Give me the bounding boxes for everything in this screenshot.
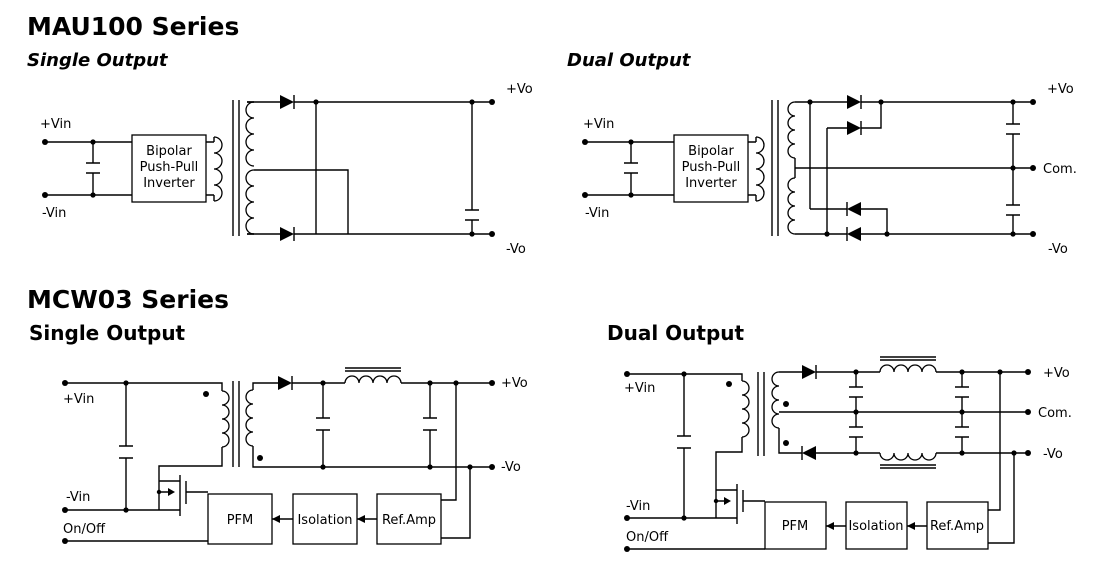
mau100-single-diode-bottom — [280, 227, 294, 241]
mau100-single-vin-pos-label: +Vin — [40, 117, 71, 132]
mcw03-single-vo-pos-label: +Vo — [501, 376, 528, 391]
mcw03-single-transformer-core — [232, 381, 240, 467]
mcw03-single-input-capacitor — [119, 383, 133, 510]
mcw03-dual-transformer-core — [757, 372, 765, 456]
mcw03-dual-label: Dual Output — [607, 321, 745, 345]
mcw03-single-vo-neg-label: -Vo — [501, 460, 521, 475]
mcw03-single-isolation-text: Isolation — [297, 513, 352, 528]
mcw03-dual-input-capacitor — [677, 374, 691, 518]
mcw03-dual-primary-winding — [741, 380, 750, 438]
mau100-dual-block-line2: Push-Pull — [682, 160, 741, 175]
mau100-dual-diode-2 — [847, 121, 861, 135]
mau100-single-transformer-core — [232, 100, 240, 236]
mcw03-single-refamp-text: Ref.Amp — [382, 513, 436, 528]
mau100-dual-label: Dual Output — [567, 50, 692, 71]
mau100-dual-diode-3 — [847, 202, 861, 216]
mcw03-single-vo-neg-terminal — [489, 464, 495, 470]
mau100-single-input-capacitor — [86, 142, 100, 195]
mau100-single-vo-pos-terminal — [489, 99, 495, 105]
mcw03-single-vo-pos-terminal — [489, 380, 495, 386]
mcw03-single-primary-winding — [221, 390, 230, 448]
mau100-single-circuit: Single Output +Vin -Vin Bipolar Push-Pul… — [27, 50, 533, 257]
mau100-dual-input-capacitor — [624, 142, 638, 195]
mau100-dual-circuit: Dual Output +Vin -Vin Bipolar Push-Pull … — [567, 50, 1077, 257]
mcw03-dual-vin-neg-label: -Vin — [626, 499, 650, 514]
mau100-dual-primary-winding — [755, 136, 765, 202]
mau100-dual-vin-neg-label: -Vin — [585, 206, 609, 221]
mau100-single-output-capacitor — [465, 102, 479, 234]
mcw03-dual-vo-pos-label: +Vo — [1043, 366, 1070, 381]
mau100-dual-vin-pos-label: +Vin — [583, 117, 614, 132]
mcw03-single-isolation-block — [292, 493, 358, 545]
mau100-dual-transformer-core — [771, 100, 779, 236]
mcw03-dual-com-label: Com. — [1038, 406, 1072, 421]
mcw03-dual-pfm-text: PFM — [782, 519, 809, 534]
mcw03-single-refamp-block — [376, 493, 442, 545]
mau100-title: MAU100 Series — [27, 12, 239, 41]
mcw03-single-label: Single Output — [29, 321, 186, 345]
mau100-single-vo-pos-label: +Vo — [506, 82, 533, 97]
mau100-dual-com-terminal — [1030, 165, 1036, 171]
mau100-dual-diode-4 — [847, 227, 861, 241]
mau100-dual-com-label: Com. — [1043, 162, 1077, 177]
mcw03-single-pfm-text: PFM — [227, 513, 254, 528]
mcw03-single-secondary-winding — [245, 389, 254, 447]
mcw03-single-vin-pos-label: +Vin — [63, 392, 94, 407]
mau100-dual-vo-pos-label: +Vo — [1047, 82, 1074, 97]
mcw03-dual-vin-pos-label: +Vin — [624, 381, 655, 396]
mcw03-single-output-inductor — [344, 375, 402, 384]
mcw03-single-vin-neg-label: -Vin — [66, 490, 90, 505]
mcw03-dual-vo-neg-label: -Vo — [1043, 447, 1063, 462]
mau100-single-label: Single Output — [27, 50, 169, 71]
mcw03-dual-vo-pos-terminal — [1025, 369, 1031, 375]
mau100-dual-diode-1 — [847, 95, 861, 109]
mcw03-single-diode — [278, 376, 292, 390]
mau100-dual-vo-pos-terminal — [1030, 99, 1036, 105]
mcw03-dual-circuit: Dual Output +Vin -Vin On/Off — [607, 321, 1072, 552]
mcw03-dual-diode-pos — [802, 365, 816, 379]
mau100-single-primary-winding — [213, 136, 223, 202]
mau100-dual-output-capacitor-neg — [1006, 168, 1020, 234]
mcw03-dual-inductor-neg — [879, 452, 937, 461]
mau100-single-vo-neg-terminal — [489, 231, 495, 237]
mau100-single-block-line2: Push-Pull — [140, 160, 199, 175]
mau100-single-inverter-block — [131, 134, 207, 203]
mcw03-dual-diode-neg — [802, 446, 816, 460]
mau100-dual-output-capacitor-pos — [1006, 102, 1020, 168]
mcw03-dual-refamp-text: Ref.Amp — [930, 519, 984, 534]
mau100-dual-block-line1: Bipolar — [688, 144, 734, 159]
mcw03-dual-refamp-block — [926, 501, 989, 550]
mcw03-single-circuit: Single Output +Vin -Vin On/Off — [29, 321, 528, 545]
mau100-single-vo-neg-label: -Vo — [506, 242, 526, 257]
mcw03-single-onoff-label: On/Off — [63, 522, 106, 537]
mcw03-title: MCW03 Series — [27, 285, 229, 314]
mau100-dual-vo-neg-label: -Vo — [1048, 242, 1068, 257]
mcw03-dual-inductor-pos — [879, 364, 937, 373]
mau100-dual-vo-neg-terminal — [1030, 231, 1036, 237]
mcw03-dual-vo-neg-terminal — [1025, 450, 1031, 456]
mau100-dual-block-line3: Inverter — [685, 176, 737, 191]
mcw03-dual-isolation-text: Isolation — [848, 519, 903, 534]
mau100-single-block-line1: Bipolar — [146, 144, 192, 159]
mcw03-dual-onoff-label: On/Off — [626, 530, 669, 545]
mcw03-single-pfm-block — [207, 493, 273, 545]
mau100-single-diode-top — [280, 95, 294, 109]
mau100-dual-inverter-block — [673, 134, 749, 203]
mau100-single-block-line3: Inverter — [143, 176, 195, 191]
mcw03-dual-com-terminal — [1025, 409, 1031, 415]
mau100-single-vin-neg-label: -Vin — [42, 206, 66, 221]
